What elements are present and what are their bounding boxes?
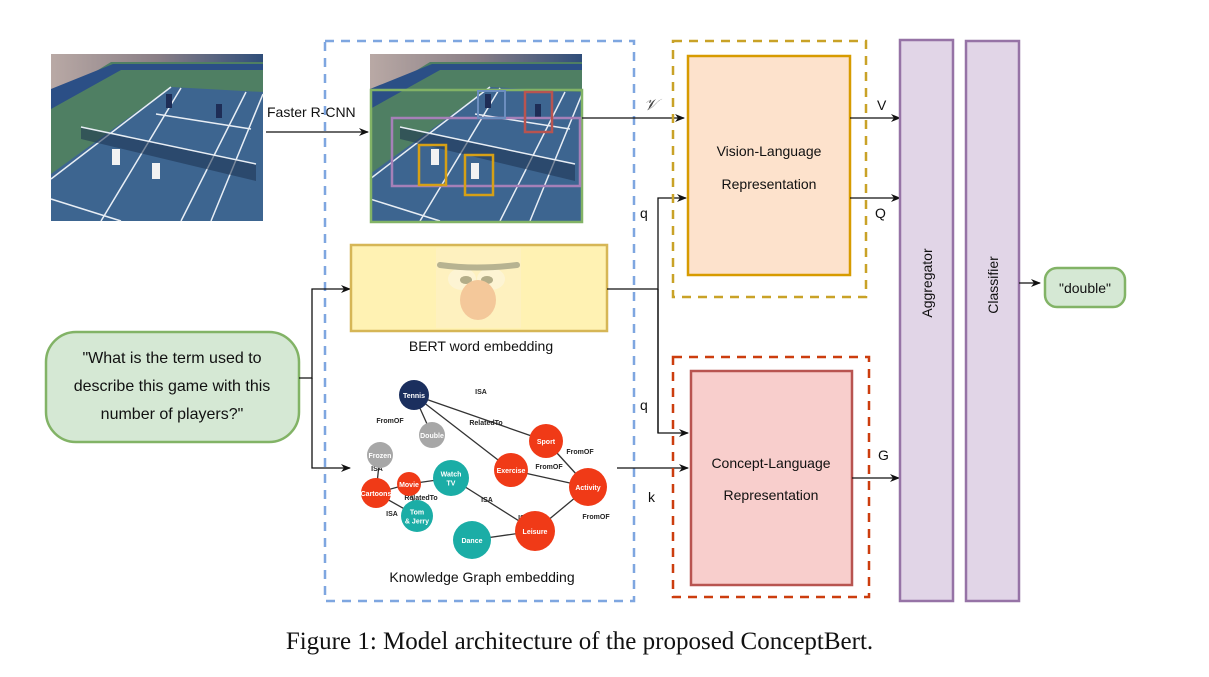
caption-text: Figure 1: Model architecture of the prop… <box>285 628 874 655</box>
v-output-label: V <box>877 97 887 113</box>
embedding-stage-box <box>323 39 636 603</box>
kg-node-label: Sport <box>537 439 556 446</box>
kg-node-label: Activity <box>575 485 600 492</box>
vision-language-dashed-box <box>671 39 868 299</box>
input-image <box>50 53 264 222</box>
kg-node-label: Frozen <box>369 453 392 460</box>
question-line-3: number of players?" <box>101 406 244 423</box>
concept-language-line-1: Concept-Language <box>711 455 830 471</box>
kg-node-movie <box>397 472 421 496</box>
bert-label: BERT word embedding <box>409 338 553 354</box>
kg-edge-label: ISA <box>371 466 383 473</box>
k-label: k <box>648 489 656 505</box>
bbox-player-4 <box>463 153 495 197</box>
q-bottom-arrow <box>657 289 689 437</box>
kg-node-tomjerry <box>401 500 433 532</box>
answer-box <box>1043 266 1127 309</box>
kg-node-label: & Jerry <box>405 519 429 526</box>
kg-edge-label: ISA <box>481 497 493 504</box>
answer-label: "double" <box>1059 280 1111 296</box>
kg-node-sport <box>529 424 563 458</box>
kg-edge-label: FromOF <box>582 514 610 521</box>
kg-edge-label: RelatedTo <box>404 495 437 502</box>
question-box <box>44 330 301 444</box>
kg-edge-label: FromOF <box>535 464 563 471</box>
detector-label: Faster R-CNN <box>267 104 356 120</box>
vision-language-line-2: Representation <box>722 176 817 192</box>
question-line-1: "What is the term used to <box>82 350 261 367</box>
aggregator-block <box>898 38 955 603</box>
kg-edge-label: RelatedTo <box>469 420 502 427</box>
kg-node-dance <box>453 521 491 559</box>
vision-language-box <box>686 54 852 277</box>
question-line-2: describe this game with this <box>74 378 271 395</box>
vision-language-line-1: Vision-Language <box>717 143 822 159</box>
kg-edge-tennis-exercise <box>413 394 512 471</box>
kg-node-watchtv <box>433 460 469 496</box>
concept-language-line-2: Representation <box>724 487 819 503</box>
kg-edge-label: FromOF <box>566 449 594 456</box>
kg-node-cartoons <box>361 478 391 508</box>
kg-node-frozen <box>367 442 393 468</box>
kg-edge-tennis-sport <box>413 394 547 442</box>
v-input-label: 𝒱 <box>644 95 663 114</box>
bbox-player-3 <box>417 143 448 187</box>
bbox-player-1 <box>477 90 506 119</box>
classifier-label: Classifier <box>985 256 1001 314</box>
kg-node-label: Watch <box>441 472 462 479</box>
figure-caption: Figure 1: Model architecture of the prop… <box>0 628 1209 656</box>
concept-language-box <box>689 369 854 587</box>
kg-node-leisure <box>515 511 555 551</box>
kg-node-double <box>419 422 445 448</box>
knowledge-graph: ISARelatedToFromOFFromOFFromOFFromOFISAI… <box>361 380 610 559</box>
aggregator-label: Aggregator <box>919 248 935 318</box>
bert-face-icon <box>436 248 521 328</box>
bbox-player-2 <box>523 90 554 134</box>
kg-node-label: Cartoons <box>361 491 392 498</box>
kg-node-exercise <box>494 453 528 487</box>
kg-node-tennis <box>399 380 429 410</box>
kg-node-label: Movie <box>399 482 419 489</box>
concept-language-dashed-box <box>671 355 871 599</box>
kg-edge-label: ISA <box>386 511 398 518</box>
kg-edge-label: FromOF <box>376 418 404 425</box>
kg-label: Knowledge Graph embedding <box>389 569 574 585</box>
kg-node-label: Exercise <box>497 468 526 475</box>
g-output-label: G <box>878 447 889 463</box>
kg-edge-label: ISA <box>475 389 487 396</box>
bbox-scene <box>369 88 584 224</box>
kg-node-activity <box>569 468 607 506</box>
question-to-bert-arrow <box>299 285 351 379</box>
q-bottom-label: q <box>640 397 648 413</box>
q-top-label: q <box>640 205 648 221</box>
question-to-kg-arrow <box>311 378 351 472</box>
kg-node-label: Leisure <box>523 529 548 536</box>
kg-node-label: Tom <box>410 510 424 517</box>
classifier-block <box>964 39 1021 603</box>
kg-node-label: Tennis <box>403 393 425 400</box>
kg-node-label: Dance <box>461 538 482 545</box>
kg-node-label: Double <box>420 433 444 440</box>
kg-node-label: TV <box>447 481 456 488</box>
detected-image <box>369 53 584 224</box>
q-output-label: Q <box>875 205 886 221</box>
